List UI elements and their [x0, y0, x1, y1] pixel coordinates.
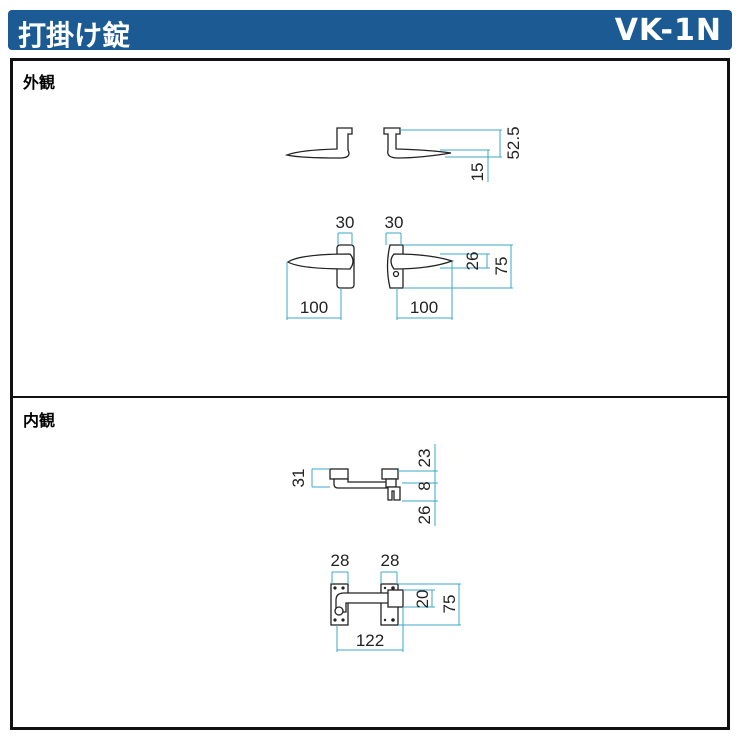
svg-text:20: 20	[413, 590, 432, 609]
svg-text:15: 15	[468, 163, 487, 182]
dim-52-5: 52.5	[400, 126, 523, 160]
dim-122: 122	[336, 607, 404, 652]
product-title: 打掛け錠	[18, 19, 131, 52]
interior-front-view	[330, 583, 404, 626]
svg-text:122: 122	[356, 631, 384, 650]
svg-text:26: 26	[415, 506, 434, 525]
exterior-side-view-left	[284, 127, 353, 159]
dim-23-8-26: 23 8 26	[398, 444, 438, 526]
svg-text:52.5: 52.5	[504, 126, 523, 159]
dim-15: 15	[440, 149, 490, 182]
exterior-front-view-left	[286, 244, 355, 289]
section-divider	[13, 396, 727, 398]
svg-text:75: 75	[440, 595, 459, 614]
svg-text:100: 100	[300, 298, 328, 317]
dim-31: 31	[289, 468, 330, 488]
dim-28-left: 28	[331, 551, 350, 584]
drawing-frame: 外観 内観	[10, 58, 730, 730]
dim-30-left: 30	[336, 213, 355, 245]
dim-30-right: 30	[385, 213, 404, 245]
section-label-exterior: 外観	[23, 73, 56, 92]
model-number: VK-1N	[614, 13, 722, 48]
dim-20: 20	[403, 589, 435, 609]
svg-text:28: 28	[381, 551, 400, 570]
section-label-interior: 内観	[23, 411, 56, 430]
svg-text:8: 8	[415, 481, 434, 490]
dim-75-interior: 75	[398, 583, 461, 626]
svg-text:26: 26	[463, 252, 482, 271]
interior-side-view	[329, 468, 401, 501]
svg-text:30: 30	[336, 213, 355, 232]
svg-text:100: 100	[410, 298, 438, 317]
svg-text:31: 31	[289, 469, 308, 488]
svg-text:30: 30	[385, 213, 404, 232]
svg-text:23: 23	[415, 449, 434, 468]
title-bar: 打掛け錠 VK-1N	[8, 10, 732, 52]
svg-text:28: 28	[331, 551, 350, 570]
exterior-front-view-right	[386, 244, 455, 289]
dim-100-right: 100	[396, 262, 453, 320]
dim-100-left: 100	[286, 262, 342, 320]
exterior-side-view-right	[383, 127, 452, 159]
dim-75-exterior: 75	[403, 244, 513, 289]
dim-28-right: 28	[380, 551, 400, 584]
dim-26: 26	[440, 252, 490, 271]
svg-text:75: 75	[492, 257, 511, 276]
